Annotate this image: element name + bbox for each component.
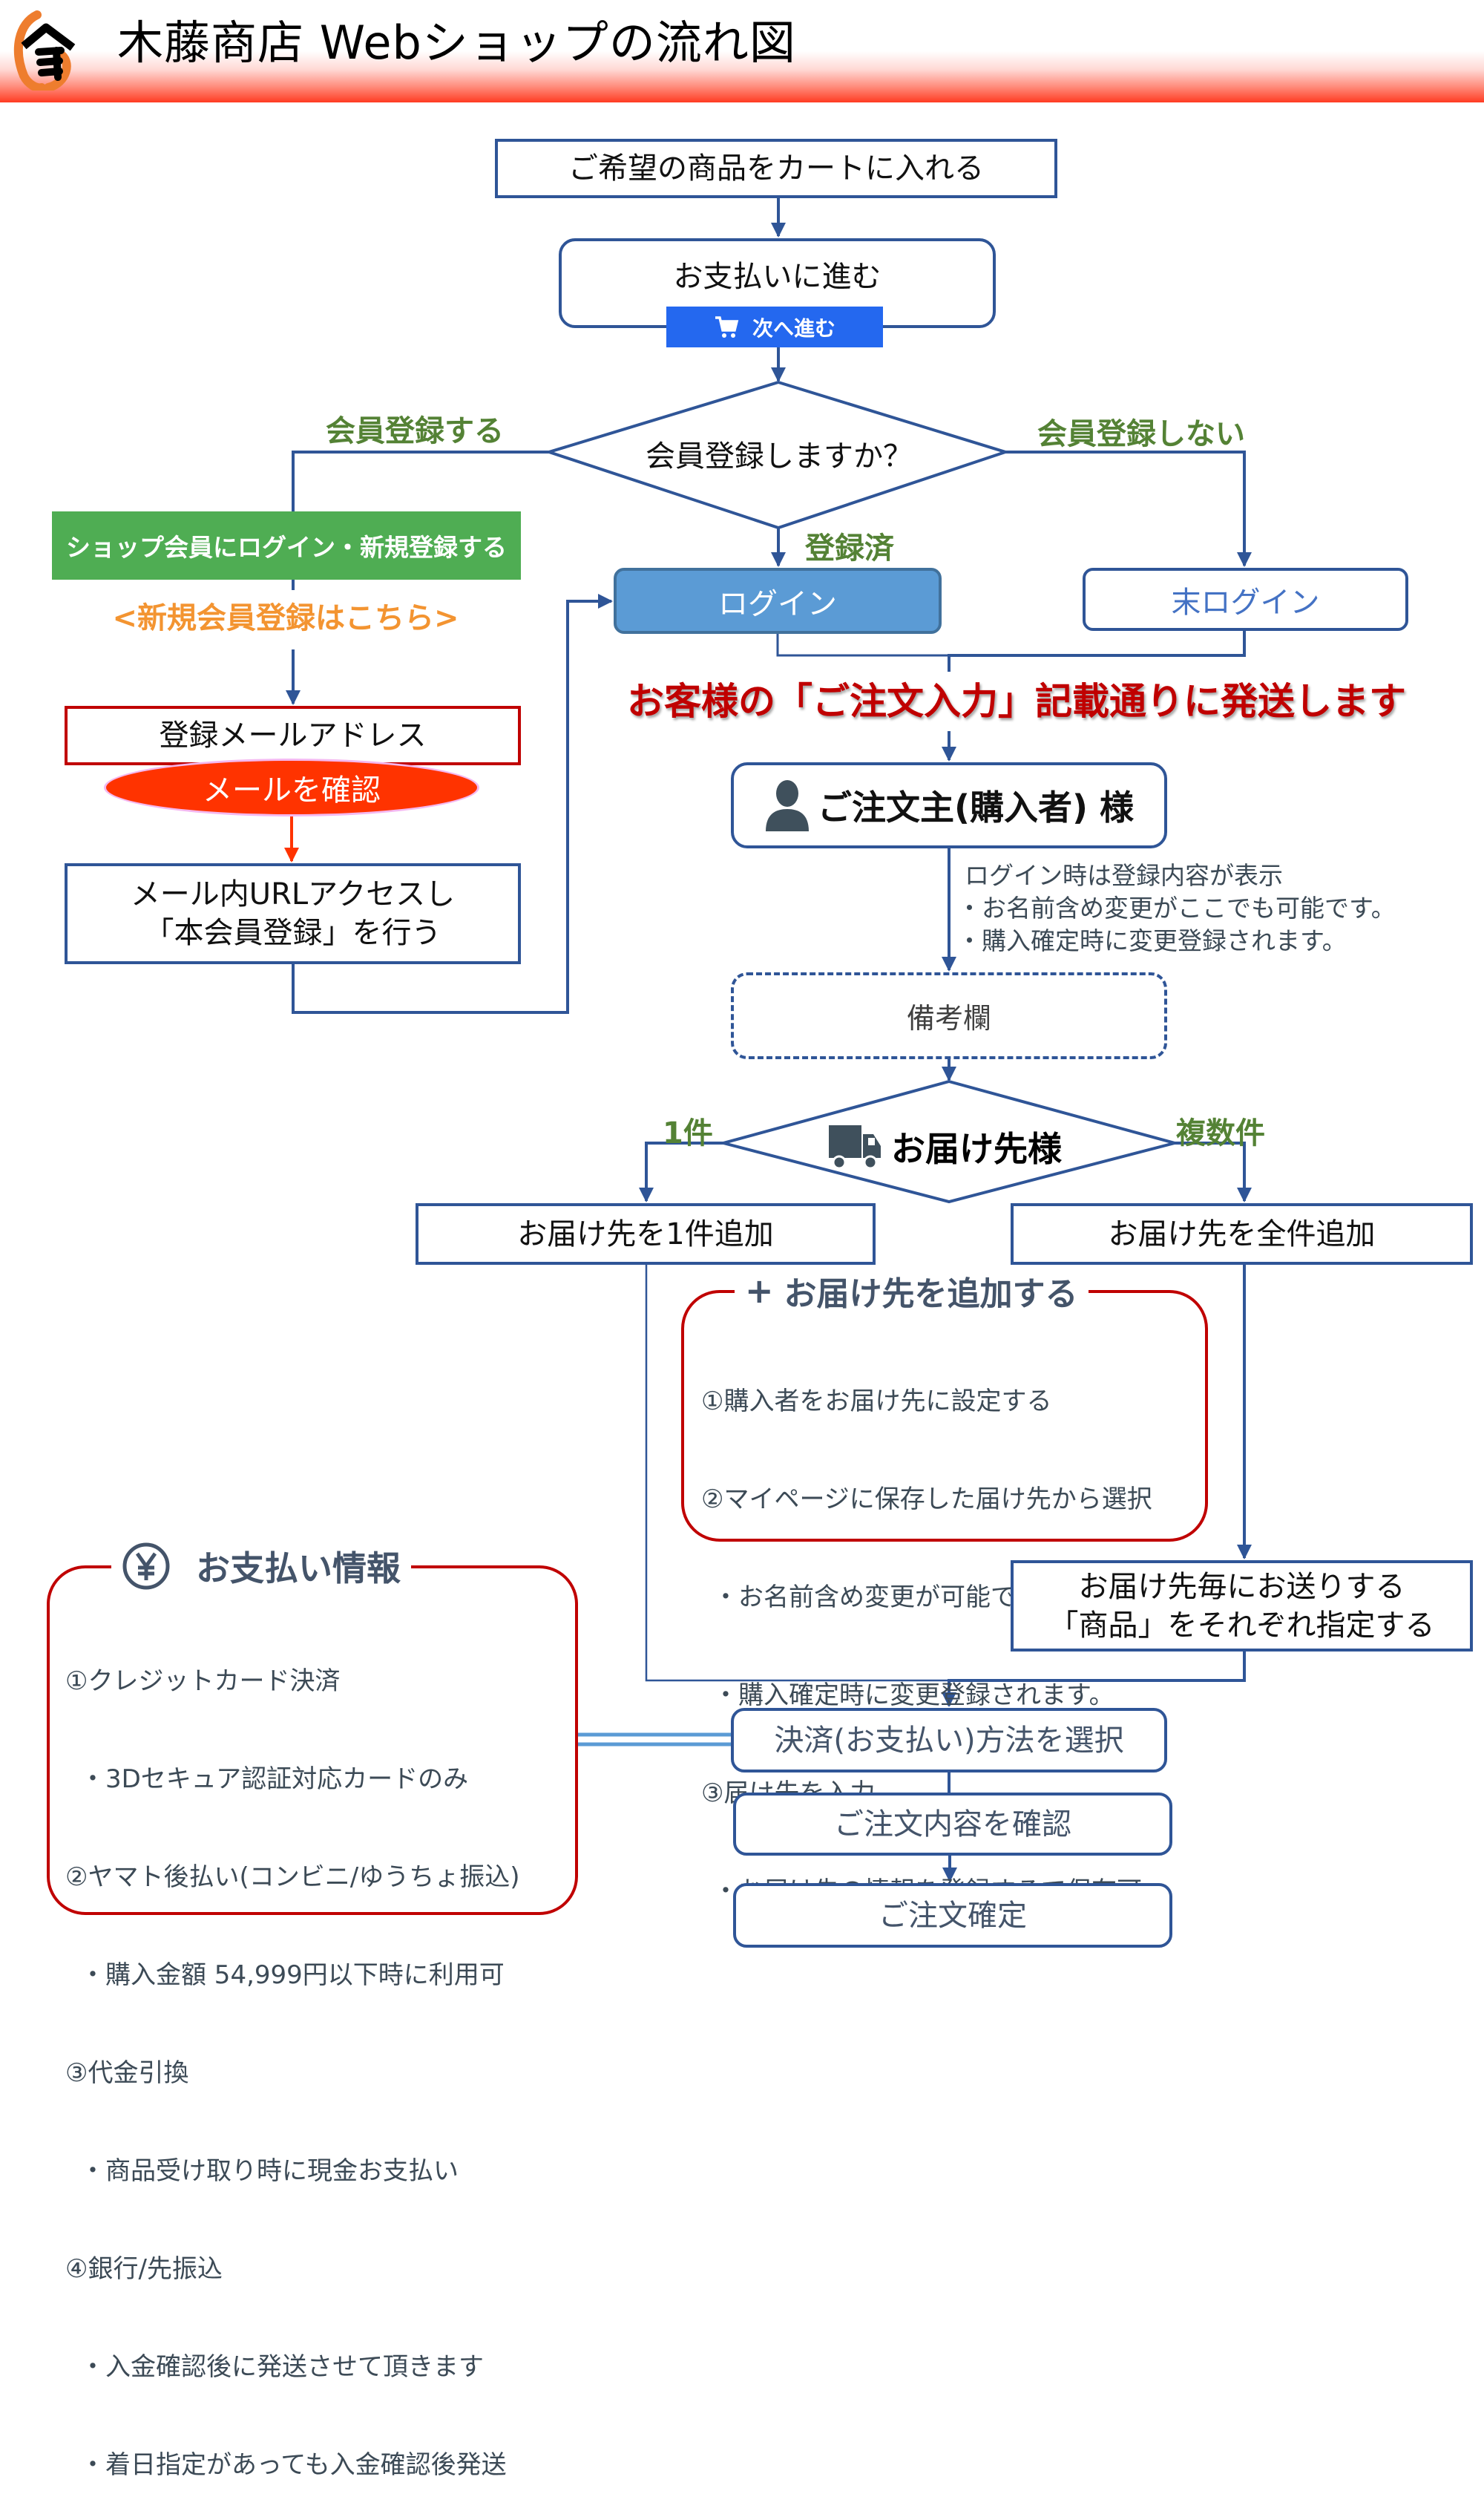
payment-info-line: ・着日指定があっても入金確認後発送	[80, 2450, 507, 2480]
new-member-link[interactable]: <新規会員登録はこちら>	[112, 601, 459, 635]
payment-info-title-label: お支払い情報	[196, 1548, 401, 1588]
specify-items-line2: 「商品」をそれぞれ指定する	[1048, 1608, 1435, 1643]
access-url-step: メール内URLアクセスし 「本会員登録」を行う	[65, 863, 521, 964]
yen-icon	[122, 1542, 170, 1590]
not-logged-in-step[interactable]: 末ログイン	[1083, 568, 1408, 631]
orderer-label: ご注文主(購入者) 様	[817, 788, 1135, 828]
page-title: 木藤商店 Webショップの流れ図	[117, 16, 796, 70]
select-payment-step: 決済(お支払い)方法を選択	[731, 1708, 1167, 1772]
specify-items-line1: お届け先毎にお送りする	[1078, 1569, 1405, 1604]
cart-icon	[715, 315, 739, 338]
connector-nologin-merge	[948, 631, 1246, 672]
specify-items-step: お届け先毎にお送りする 「商品」をそれぞれ指定する	[1011, 1560, 1473, 1652]
connector-login-merge	[776, 634, 949, 657]
remarks-step: 備考欄	[731, 972, 1167, 1059]
add-destination-title-label: お届け先を追加する	[784, 1275, 1078, 1313]
access-url-line2: 「本会員登録」を行う	[144, 916, 441, 950]
connector-register	[292, 451, 549, 511]
add-one-destination-step: お届け先を1件追加	[416, 1203, 876, 1265]
next-button-label: 次へ進む	[752, 315, 835, 341]
ship-notice-banner: お客様の「ご注文入力」記載通りに発送します	[627, 680, 1406, 723]
branch-one-label: 1件	[663, 1116, 713, 1150]
confirm-order-step: ご注文内容を確認	[733, 1793, 1172, 1856]
orderer-note-2: ・お名前含め変更がここでも可能です。	[957, 894, 1396, 923]
connector-specify-merge	[942, 1652, 1246, 1707]
add-destination-line: ①購入者をお届け先に設定する	[701, 1387, 1052, 1416]
kito-shoten-logo-icon	[13, 10, 76, 91]
add-all-destinations-step: お届け先を全件追加	[1011, 1203, 1473, 1265]
person-icon	[765, 780, 809, 831]
payment-info-line: ①クレジットカード決済	[65, 1666, 341, 1696]
payment-info-line: ②ヤマト後払い(コンビニ/ゆうちょ振込)	[65, 1862, 520, 1892]
branch-register-label: 会員登録する	[326, 414, 504, 448]
add-destination-list: ①購入者をお届け先に設定する ②マイページに保存した届け先から選択 ・お名前含め…	[701, 1320, 1152, 1940]
add-to-cart-step: ご希望の商品をカートに入れる	[495, 139, 1057, 198]
add-destination-title: + お届け先を追加する	[735, 1271, 1089, 1313]
login-button[interactable]: ログイン	[614, 568, 942, 634]
plus-icon: +	[745, 1271, 774, 1311]
add-destination-line: ・購入確定時に変更登録されます。	[713, 1680, 1114, 1710]
member-question-label: 会員登録しますか？	[646, 439, 913, 474]
truck-icon	[829, 1125, 881, 1170]
order-complete-step: ご注文確定	[733, 1883, 1172, 1948]
branch-registered-label: 登録済	[805, 531, 894, 566]
connector-no-register	[1005, 451, 1252, 567]
delivery-label: お届け先様	[891, 1129, 1062, 1169]
delivery-label-group: お届け先様	[827, 1122, 1062, 1171]
shop-member-login-button[interactable]: ショップ会員にログイン・新規登録する	[52, 511, 521, 580]
payment-info-line: ・3Dセキュア認証対応カードのみ	[80, 1764, 469, 1794]
flow-connectors	[284, 198, 1252, 1882]
add-destination-line: ②マイページに保存した届け先から選択	[701, 1484, 1152, 1514]
connector-multiple	[1175, 1142, 1252, 1202]
register-email-step: 登録メールアドレス	[65, 706, 521, 765]
check-email-step: メールを確認	[104, 759, 479, 816]
payment-info-line: ③代金引換	[65, 2058, 189, 2088]
orderer-note-1: ログイン時は登録内容が表示	[965, 861, 1283, 890]
payment-info-line: ・商品受け取り時に現金お支払い	[80, 2156, 459, 2186]
payment-info-line: ・購入金額 54,999円以下時に利用可	[80, 1960, 505, 1990]
connector-url-to-login	[292, 594, 613, 1014]
branch-multiple-label: 複数件	[1176, 1116, 1265, 1150]
payment-info-line: ・入金確認後に発送させて頂きます	[80, 2352, 484, 2382]
add-destination-line: ・お名前含め変更が可能です。	[713, 1582, 1064, 1612]
proceed-payment-label: お支払いに進む	[673, 260, 881, 294]
payment-info-line: ④銀行/先振込	[65, 2254, 223, 2284]
access-url-line1: メール内URLアクセスし	[130, 877, 456, 911]
payment-info-title: お支払い情報	[111, 1540, 411, 1592]
orderer-step: ご注文主(購入者) 様	[731, 762, 1167, 848]
delivery-diamond	[718, 1079, 1181, 1204]
payment-info-list: ①クレジットカード決済 ・3Dセキュア認証対応カードのみ ②ヤマト後払い(コンビ…	[65, 1600, 519, 2514]
header-bar: 木藤商店 Webショップの流れ図	[0, 0, 1484, 102]
branch-no-register-label: 会員登録しない	[1037, 417, 1245, 451]
connector-one	[639, 1142, 723, 1202]
orderer-note-3: ・購入確定時に変更登録されます。	[957, 926, 1347, 955]
next-button[interactable]: 次へ進む	[666, 307, 883, 347]
connector-one-down	[645, 1265, 949, 1682]
